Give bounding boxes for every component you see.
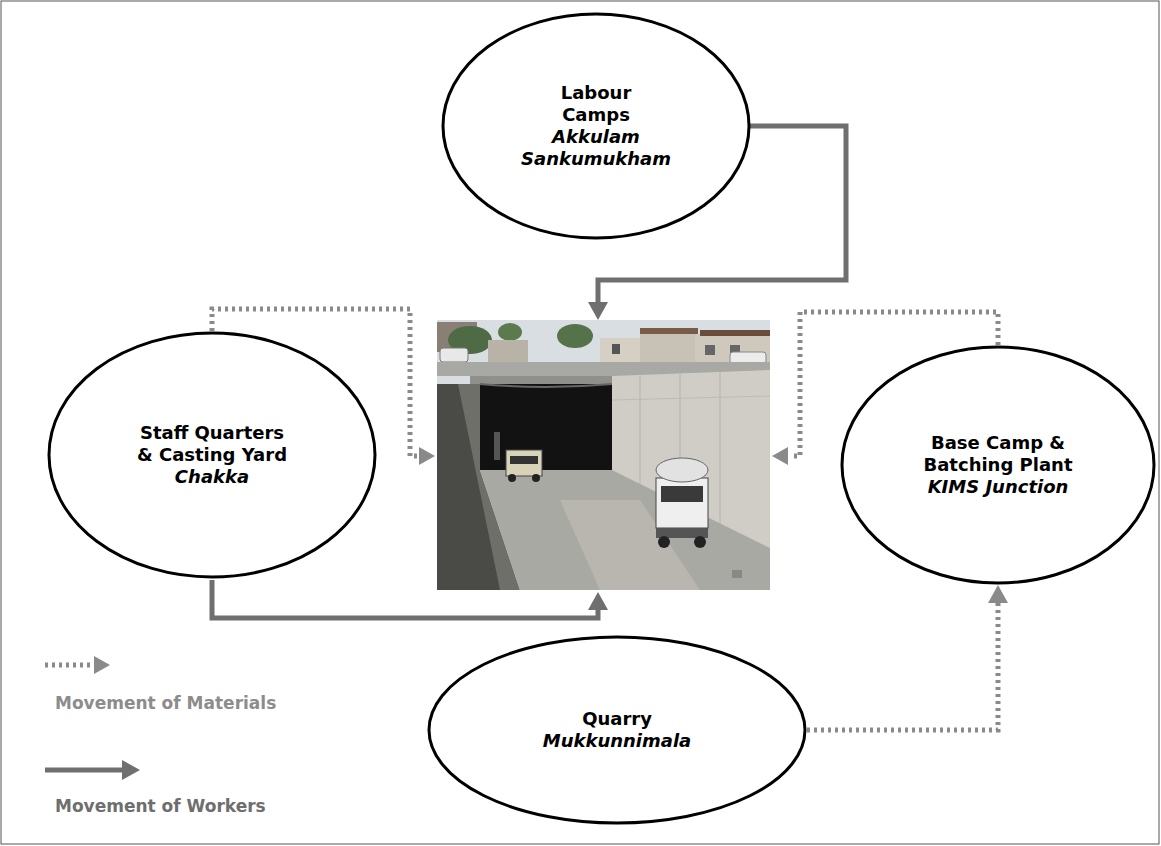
material-arrow [807,585,1008,730]
legend-text: Movement of Workers [55,796,266,816]
place-name: KIMS Junction [928,476,1069,498]
place-name: Akkulam Sankumukham [511,126,681,170]
legend-solid-sample [45,760,140,780]
underpass-photo [437,320,770,590]
place-name: Chakka [175,466,249,488]
ellipse-node: Staff Quarters & Casting YardChakka [47,331,377,579]
node-heading: Base Camp & Batching Plant [918,432,1078,476]
node-heading: Staff Quarters & Casting Yard [132,422,292,466]
node-heading: Labour Camps [526,82,666,126]
place-name: Mukkunnimala [543,730,692,752]
ellipse-node: QuarryMukkunnimala [427,635,807,825]
ellipse-node: Labour CampsAkkulam Sankumukham [441,12,751,240]
worker-arrow [212,580,608,618]
ellipse-node: Base Camp & Batching PlantKIMS Junction [840,345,1156,585]
node-heading: Quarry [582,708,652,730]
legend-dotted-sample [45,656,110,674]
legend-text: Movement of Materials [55,693,276,713]
